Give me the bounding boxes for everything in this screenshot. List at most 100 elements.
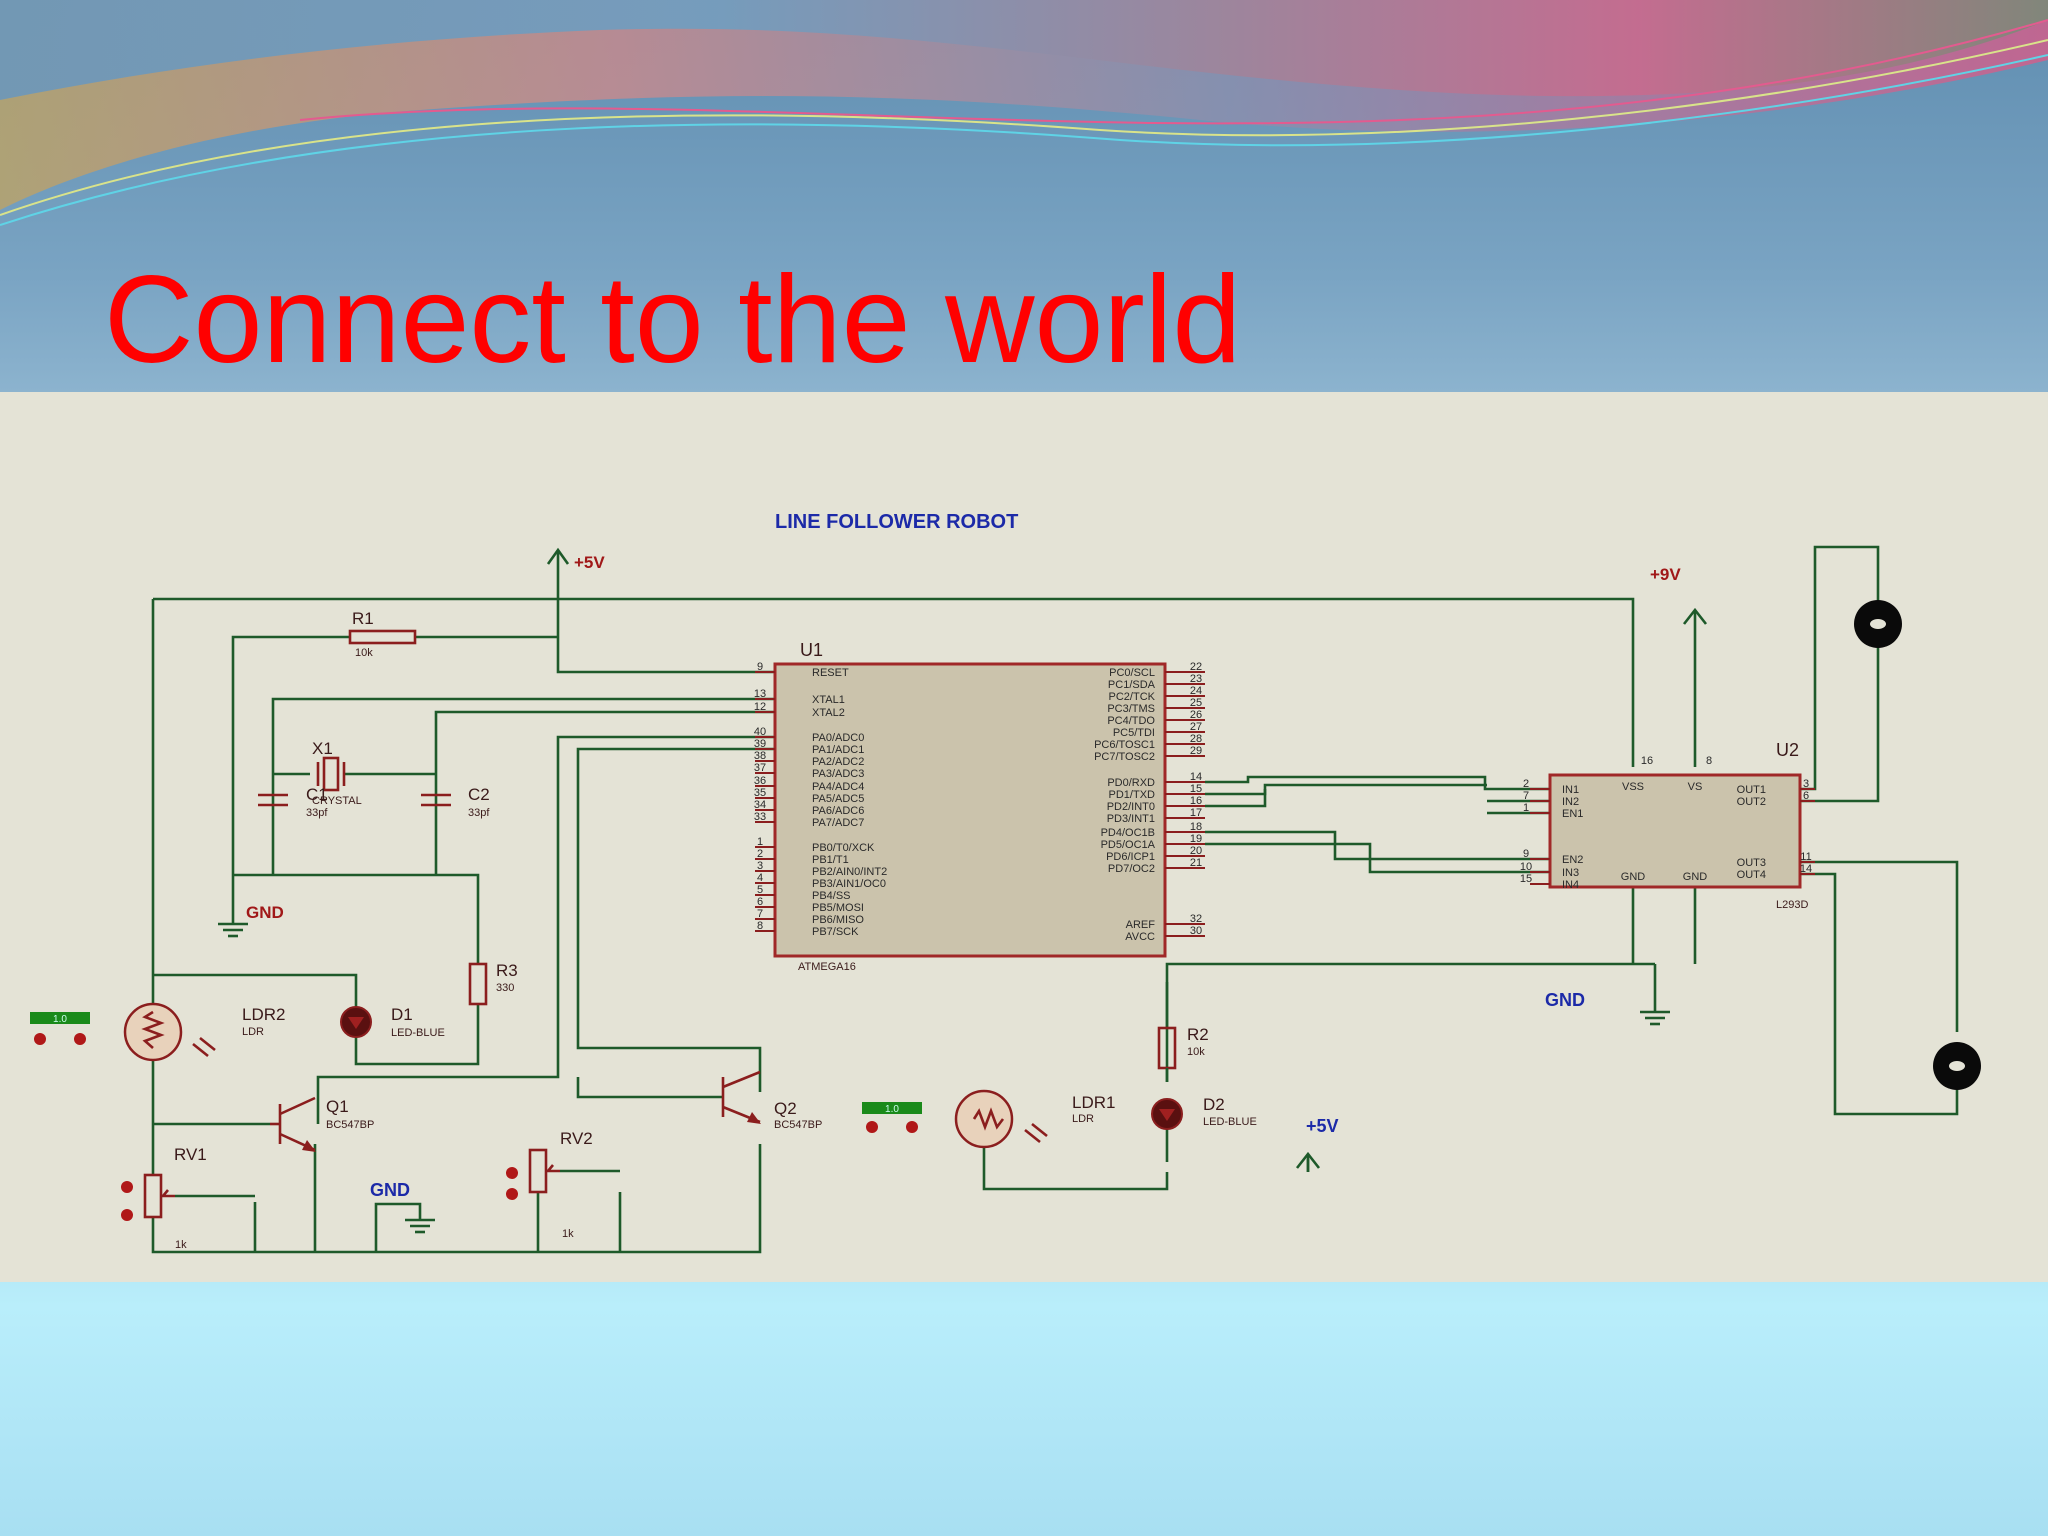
- vcc-9v-label: +9V: [1650, 565, 1681, 584]
- svg-text:VS: VS: [1688, 781, 1703, 793]
- svg-text:17: 17: [1190, 807, 1202, 819]
- svg-text:39: 39: [754, 738, 766, 750]
- svg-text:34: 34: [754, 799, 766, 811]
- svg-text:15: 15: [1190, 783, 1202, 795]
- x1-value: CRYSTAL: [312, 795, 362, 807]
- ground-left-label: GND: [246, 903, 284, 922]
- svg-text:PB7/SCK: PB7/SCK: [812, 926, 859, 938]
- r1-value: 10k: [355, 647, 373, 659]
- svg-text:OUT2: OUT2: [1737, 796, 1766, 808]
- d2-ref: D2: [1203, 1095, 1225, 1114]
- svg-text:7: 7: [757, 908, 763, 920]
- resistor-r3: R3 330: [468, 961, 518, 1006]
- svg-text:PD4/OC1B: PD4/OC1B: [1101, 827, 1155, 839]
- svg-text:18: 18: [1190, 821, 1202, 833]
- svg-text:VSS: VSS: [1622, 781, 1644, 793]
- svg-text:XTAL2: XTAL2: [812, 707, 845, 719]
- svg-text:PC0/SCL: PC0/SCL: [1109, 667, 1155, 679]
- svg-text:9: 9: [757, 661, 763, 673]
- svg-text:PD7/OC2: PD7/OC2: [1108, 863, 1155, 875]
- svg-text:6: 6: [757, 896, 763, 908]
- svg-text:EN1: EN1: [1562, 808, 1583, 820]
- ground-mid-symbol: GND: [370, 1180, 435, 1234]
- svg-text:AREF: AREF: [1126, 919, 1156, 931]
- svg-text:28: 28: [1190, 733, 1202, 745]
- svg-text:PA2/ADC2: PA2/ADC2: [812, 756, 864, 768]
- svg-text:2: 2: [1523, 778, 1529, 790]
- motor-top: [1854, 600, 1902, 648]
- svg-text:PD1/TXD: PD1/TXD: [1109, 789, 1156, 801]
- svg-text:2: 2: [757, 848, 763, 860]
- svg-text:OUT4: OUT4: [1737, 869, 1766, 881]
- svg-text:8: 8: [1706, 755, 1712, 767]
- q2-ref: Q2: [774, 1099, 797, 1118]
- r3-value: 330: [496, 982, 514, 994]
- ldr-ldr2: LDR2 LDR: [123, 1002, 285, 1062]
- transistor-q2: Q2 BC547BP: [721, 1070, 822, 1131]
- x1-ref: X1: [312, 739, 333, 758]
- r1-ref: R1: [352, 609, 374, 628]
- svg-text:OUT3: OUT3: [1737, 857, 1766, 869]
- svg-text:24: 24: [1190, 685, 1202, 697]
- resistor-r1: R1 10k: [348, 609, 417, 659]
- svg-text:PC3/TMS: PC3/TMS: [1107, 703, 1155, 715]
- svg-text:12: 12: [754, 701, 766, 713]
- svg-text:23: 23: [1190, 673, 1202, 685]
- svg-text:XTAL1: XTAL1: [812, 694, 845, 706]
- ldr2-value: LDR: [242, 1026, 264, 1038]
- svg-text:IN4: IN4: [1562, 879, 1579, 891]
- crystal-x1: X1 CRYSTAL: [312, 739, 362, 807]
- svg-text:PD6/ICP1: PD6/ICP1: [1106, 851, 1155, 863]
- svg-text:9: 9: [1523, 848, 1529, 860]
- svg-text:PB2/AIN0/INT2: PB2/AIN0/INT2: [812, 866, 887, 878]
- schematic-panel: LINE FOLLOWER ROBOT: [0, 392, 2048, 1282]
- potentiometer-rv1: RV1 1k: [121, 1145, 255, 1251]
- svg-text:PC2/TCK: PC2/TCK: [1109, 691, 1156, 703]
- svg-text:36: 36: [754, 775, 766, 787]
- svg-text:PA5/ADC5: PA5/ADC5: [812, 793, 864, 805]
- header-banner: [0, 0, 2048, 226]
- led-d2: D2 LED-BLUE: [1151, 1095, 1257, 1130]
- resistor-r2: R2 10k: [1157, 1025, 1209, 1082]
- motor-bottom: [1933, 1042, 1981, 1090]
- svg-text:IN3: IN3: [1562, 867, 1579, 879]
- ground-right-label: GND: [1545, 990, 1585, 1010]
- c2-value: 33pf: [468, 807, 490, 819]
- ldr1-value: LDR: [1072, 1113, 1094, 1125]
- svg-text:PD5/OC1A: PD5/OC1A: [1101, 839, 1156, 851]
- svg-text:PD2/INT0: PD2/INT0: [1107, 801, 1155, 813]
- svg-text:29: 29: [1190, 745, 1202, 757]
- svg-text:19: 19: [1190, 833, 1202, 845]
- svg-text:IN1: IN1: [1562, 784, 1579, 796]
- svg-text:32: 32: [1190, 913, 1202, 925]
